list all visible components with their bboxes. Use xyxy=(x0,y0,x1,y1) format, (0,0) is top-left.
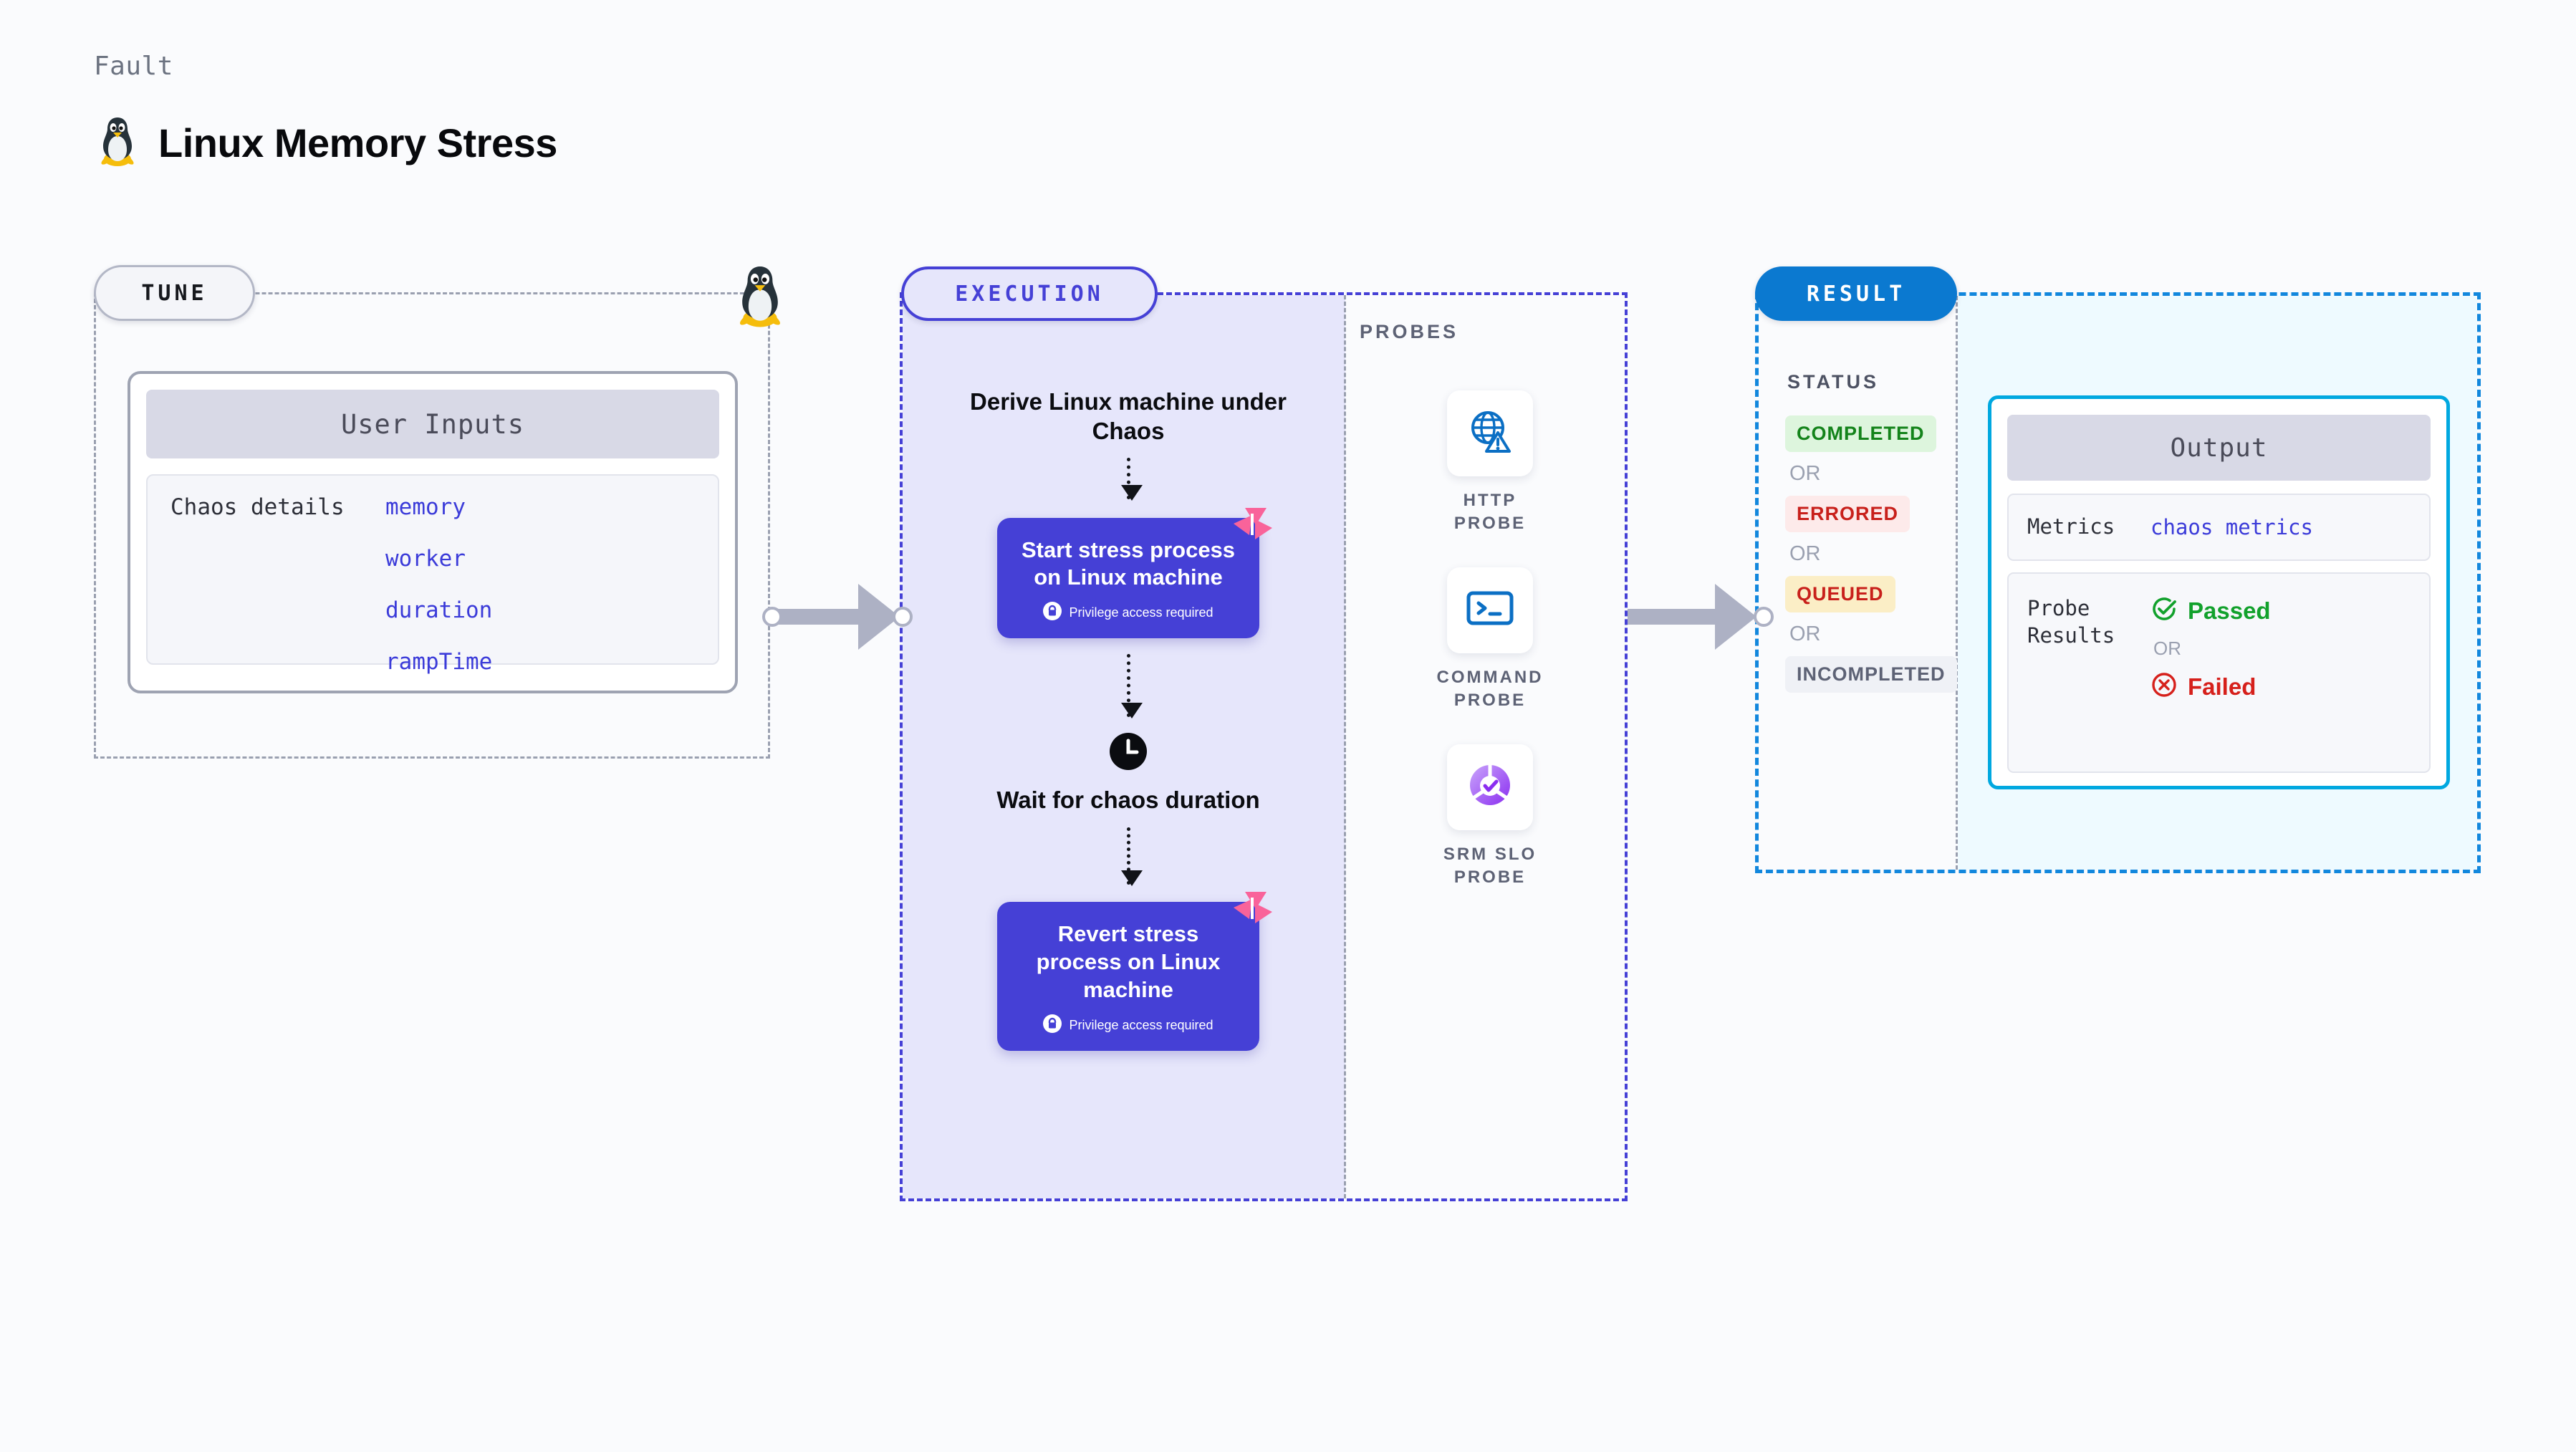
probes-label: PROBES xyxy=(1360,321,1459,342)
probe-result-label: Failed xyxy=(2188,673,2257,700)
execution-step-caption: Derive Linux machine under Chaos xyxy=(970,388,1287,445)
status-or-label: OR xyxy=(1789,622,1821,645)
flow-arrow-icon xyxy=(1120,654,1143,718)
privilege-badge: Privilege access required xyxy=(1013,602,1244,624)
wait-caption: Wait for chaos duration xyxy=(996,787,1260,813)
linux-penguin-icon xyxy=(97,115,138,171)
execution-probes-region xyxy=(900,292,1628,1201)
probe-result-or: OR xyxy=(2153,638,2181,659)
probes-divider xyxy=(1344,295,1346,1198)
probes-list: HTTP PROBE COMMAND PROBE xyxy=(1426,390,1554,889)
page-title-row: Linux Memory Stress xyxy=(97,115,557,171)
status-badge: QUEUED xyxy=(1785,576,1895,612)
probe-label: SRM SLO PROBE xyxy=(1443,844,1537,887)
wait-timer-icon xyxy=(1110,733,1147,774)
globe-warning-icon xyxy=(1465,407,1515,461)
tune-region xyxy=(94,292,770,759)
status-badge: COMPLETED xyxy=(1785,415,1936,452)
metrics-value[interactable]: chaos metrics xyxy=(2150,515,2313,539)
tune-linux-penguin-icon xyxy=(734,261,786,330)
probe-tile xyxy=(1447,744,1533,830)
execution-step-title: Revert stress process on Linux machine xyxy=(1036,921,1221,1002)
result-pill[interactable]: RESULT xyxy=(1755,266,1957,321)
execution-step-title: Start stress process on Linux machine xyxy=(1021,537,1236,590)
probe-item-http[interactable]: HTTP PROBE xyxy=(1426,390,1554,536)
status-badge: INCOMPLETED xyxy=(1785,656,1957,693)
privilege-badge: Privilege access required xyxy=(1013,1014,1244,1037)
check-circle-icon xyxy=(2150,595,2178,626)
connector-execution-to-result xyxy=(1628,584,1774,650)
probe-results-key: Probe Results xyxy=(2027,596,2115,648)
probe-item-srm-slo[interactable]: SRM SLO PROBE xyxy=(1426,744,1554,890)
execution-flow: Derive Linux machine under Chaos Start s… xyxy=(960,387,1297,1051)
probe-label: COMMAND PROBE xyxy=(1436,667,1544,711)
terminal-icon xyxy=(1465,586,1515,634)
result-region xyxy=(1755,292,2481,873)
flow-arrow-icon xyxy=(1120,457,1143,501)
chaos-param[interactable]: worker xyxy=(385,546,466,572)
probe-label: HTTP PROBE xyxy=(1453,491,1527,534)
status-badge-list: COMPLETED OR ERRORED OR QUEUED OR INCOMP… xyxy=(1785,415,1957,693)
probe-item-command[interactable]: COMMAND PROBE xyxy=(1426,567,1554,713)
page-title: Linux Memory Stress xyxy=(158,120,557,165)
chaos-pinwheel-icon xyxy=(1231,504,1275,544)
chaos-details-label: Chaos details xyxy=(170,494,345,520)
slo-check-icon xyxy=(1465,760,1515,814)
probe-tile xyxy=(1447,390,1533,476)
metrics-row: Metrics chaos metrics xyxy=(2007,494,2431,561)
probe-result-failed: Failed xyxy=(2150,671,2271,702)
metrics-key: Metrics xyxy=(2027,514,2115,539)
chaos-pinwheel-icon xyxy=(1231,888,1275,928)
execution-step-card-start[interactable]: Start stress process on Linux machine Pr… xyxy=(997,507,1272,638)
output-header: Output xyxy=(2007,415,2431,481)
user-inputs-card: User Inputs Chaos details memory worker … xyxy=(128,371,738,693)
status-label: STATUS xyxy=(1787,371,1879,393)
tune-pill[interactable]: TUNE xyxy=(94,265,255,321)
chaos-param[interactable]: rampTime xyxy=(385,649,493,675)
privilege-text: Privilege access required xyxy=(1069,605,1213,620)
probe-tile xyxy=(1447,567,1533,653)
chaos-params-list: memory worker duration rampTime xyxy=(385,494,493,675)
execution-step-card-revert[interactable]: Revert stress process on Linux machine P… xyxy=(997,892,1272,1051)
status-or-label: OR xyxy=(1789,462,1821,485)
probe-results-row: Probe Results Passed OR xyxy=(2007,572,2431,773)
probe-result-passed: Passed xyxy=(2150,595,2271,626)
chaos-param[interactable]: duration xyxy=(385,597,493,623)
flow-arrow-icon xyxy=(1120,827,1143,887)
user-inputs-header: User Inputs xyxy=(146,390,719,458)
status-or-label: OR xyxy=(1789,542,1821,565)
lock-icon xyxy=(1043,602,1062,624)
probe-result-label: Passed xyxy=(2188,597,2271,624)
output-card: Output Metrics chaos metrics Probe Resul… xyxy=(1988,395,2450,789)
chaos-param[interactable]: memory xyxy=(385,494,466,520)
user-inputs-body: Chaos details memory worker duration ram… xyxy=(146,474,719,675)
execution-pill[interactable]: EXECUTION xyxy=(901,266,1158,321)
privilege-text: Privilege access required xyxy=(1069,1017,1213,1032)
status-badge: ERRORED xyxy=(1785,496,1911,532)
lock-icon xyxy=(1043,1014,1062,1037)
connector-tune-to-execution xyxy=(762,584,913,650)
status-panel xyxy=(1759,296,1958,870)
page-kicker: Fault xyxy=(94,52,173,81)
x-circle-icon xyxy=(2150,671,2178,702)
